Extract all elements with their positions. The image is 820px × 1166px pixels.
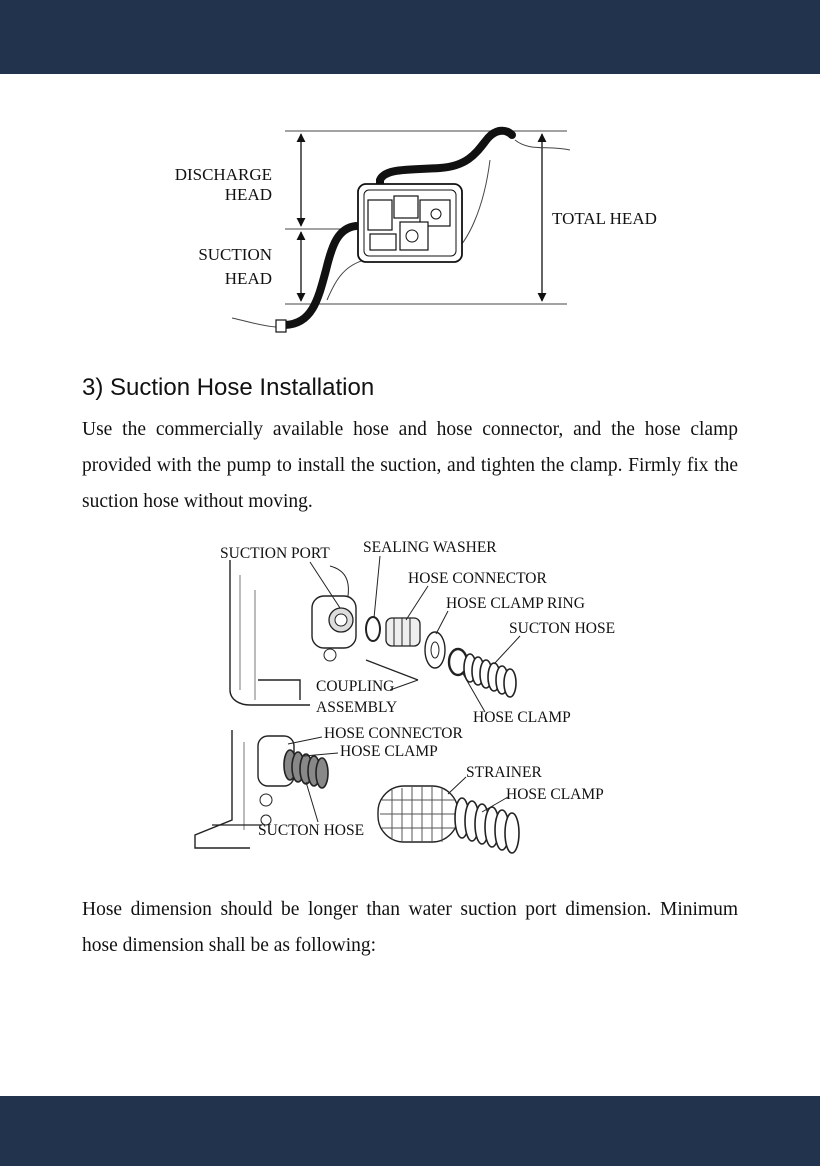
- total-head-label: TOTAL HEAD: [552, 209, 657, 228]
- suction-hose-label-top: SUCTON HOSE: [509, 620, 615, 637]
- discharge-head-label-2: HEAD: [225, 185, 272, 204]
- hose-clamp-label-bottom: HOSE CLAMP: [340, 743, 438, 760]
- hose-clamp-label-top: HOSE CLAMP: [473, 709, 571, 726]
- parts-diagram: SUCTION PORT SEALING WASHER HOSE CONNECT…: [194, 539, 615, 854]
- strainer-label: STRAINER: [466, 764, 542, 781]
- coupling-assembly-label-2: ASSEMBLY: [316, 699, 397, 716]
- hose-clamp-label-strainer: HOSE CLAMP: [506, 786, 604, 803]
- hose-connector-label-top: HOSE CONNECTOR: [408, 570, 547, 587]
- section-title: 3) Suction Hose Installation: [82, 374, 375, 401]
- suction-head-label: SUCTION: [198, 245, 272, 264]
- installation-diagrams: DISCHARGE HEAD SUCTION HEAD TOTAL HEAD: [175, 126, 657, 854]
- discharge-head-label: DISCHARGE: [175, 165, 272, 184]
- sealing-washer-label: SEALING WASHER: [363, 539, 497, 556]
- coupling-assembly-label: COUPLING: [316, 678, 394, 695]
- footer-bar: [0, 1096, 820, 1166]
- installation-paragraph: Use the commercially available hose and …: [82, 419, 738, 512]
- hose-dimension-paragraph: Hose dimension should be longer than wat…: [82, 899, 738, 956]
- hose-connector-label-bottom: HOSE CONNECTOR: [324, 725, 463, 742]
- suction-head-label-2: HEAD: [225, 269, 272, 288]
- suction-port-label: SUCTION PORT: [220, 545, 330, 562]
- hose-clamp-ring-label: HOSE CLAMP RING: [446, 595, 585, 612]
- head-diagram: DISCHARGE HEAD SUCTION HEAD TOTAL HEAD: [175, 126, 657, 333]
- suction-hose-label-bottom: SUCTON HOSE: [258, 822, 364, 839]
- header-bar: [0, 0, 820, 74]
